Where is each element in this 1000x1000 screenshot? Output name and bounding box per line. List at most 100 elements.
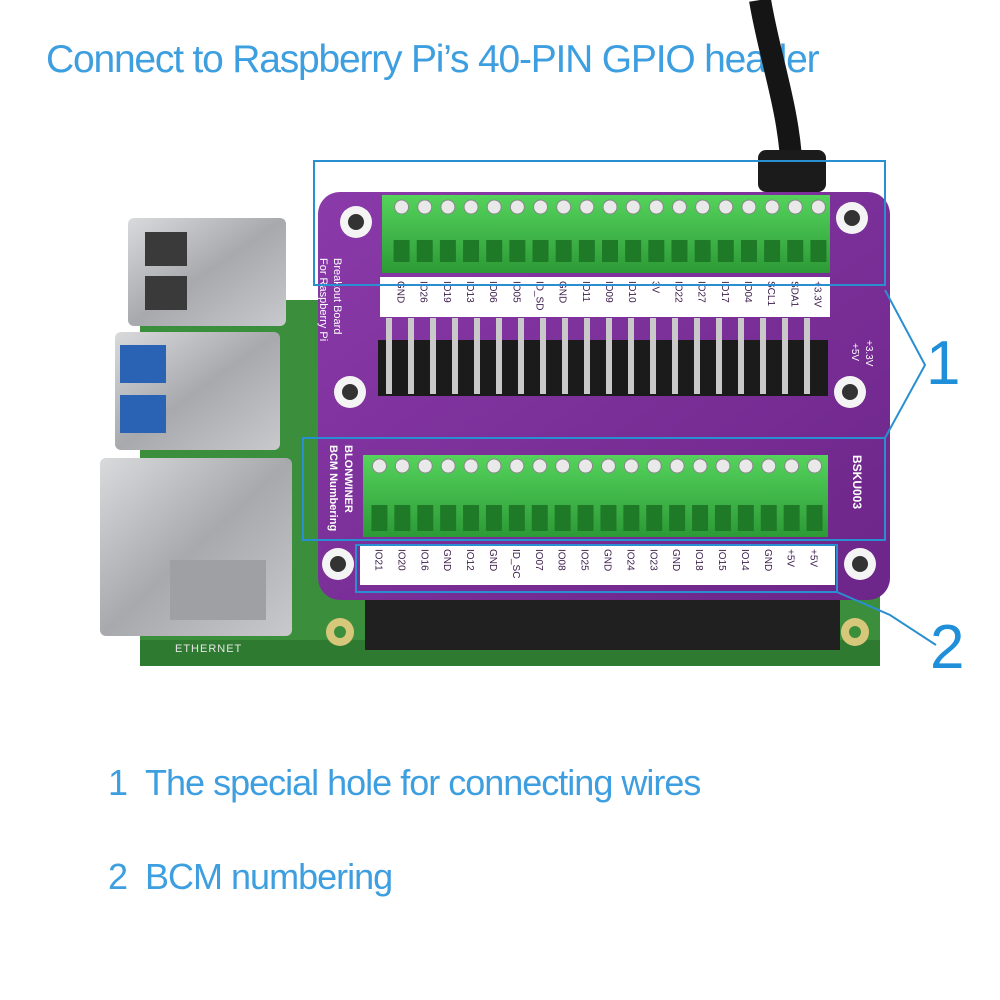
pin-label-top: +3.3V	[811, 281, 822, 308]
wire-hole	[554, 505, 571, 531]
pin-label-top: IO22	[672, 281, 683, 303]
header-pin	[782, 318, 788, 394]
wire-hole	[646, 505, 663, 531]
wire-hole	[509, 240, 526, 262]
terminal-screw	[602, 199, 618, 215]
wire-hole	[439, 240, 456, 262]
wire-hole	[737, 505, 754, 531]
pin-label-bottom: IO14	[739, 549, 750, 571]
pin-label-bottom: GND	[762, 549, 773, 571]
header-pin	[518, 318, 524, 394]
pin-label-bottom: +5V	[785, 549, 796, 567]
wire-hole	[806, 505, 823, 531]
pin-label-bottom: GND	[670, 549, 681, 571]
callout-number-2: 2	[930, 613, 965, 682]
wire-hole	[532, 240, 549, 262]
caption-2-number: 2	[108, 856, 128, 897]
wire-hole	[394, 505, 411, 531]
header-pin	[716, 318, 722, 394]
wire-hole	[648, 240, 665, 262]
header-pin	[738, 318, 744, 394]
wire-hole	[623, 505, 640, 531]
header-pin	[628, 318, 634, 394]
header-pin	[430, 318, 436, 394]
pin-label-top: IO26	[418, 281, 429, 303]
terminal-screw	[648, 199, 664, 215]
pin-label-bottom: IO23	[647, 549, 658, 571]
terminal-screw	[784, 458, 800, 474]
pin-label-top: IO13	[464, 281, 475, 303]
wire-hole	[694, 240, 711, 262]
wire-hole	[440, 505, 457, 531]
header-pin	[650, 318, 656, 394]
wire-hole	[787, 240, 804, 262]
headline: Connect to Raspberry Pi’s 40-PIN GPIO he…	[46, 38, 820, 81]
pin-label-bottom: IO08	[556, 549, 567, 571]
power-label-5v: +5V	[849, 343, 860, 361]
wire-hole	[508, 505, 525, 531]
terminal-screw	[486, 199, 502, 215]
ethernet-label: ETHERNET	[175, 643, 242, 655]
wire-hole	[463, 240, 480, 262]
terminal-screw	[532, 458, 548, 474]
header-pin	[804, 318, 810, 394]
pin-label-top: IO09	[603, 281, 614, 303]
terminal-screw	[394, 458, 410, 474]
pin-label-top: IO06	[487, 281, 498, 303]
wire-hole	[393, 240, 410, 262]
terminal-screw	[394, 199, 410, 215]
pin-label-bottom: IO25	[579, 549, 590, 571]
terminal-screw	[787, 199, 803, 215]
wire-hole	[578, 240, 595, 262]
wire-hole	[577, 505, 594, 531]
pin-label-top: IO27	[696, 281, 707, 303]
terminal-screw	[417, 458, 433, 474]
terminal-screw	[578, 458, 594, 474]
pin-label-top: SDA1	[788, 281, 799, 308]
pin-label-top: GND	[395, 281, 406, 303]
terminal-screw	[509, 199, 525, 215]
caption-1-number: 1	[108, 762, 128, 803]
brand-label: BLONWINER	[342, 445, 354, 513]
pin-label-top: GND	[557, 281, 568, 303]
bcm-numbering-label: BCM Numbering	[327, 445, 339, 531]
power-label-3v3: +3.3V	[863, 340, 874, 367]
terminal-screw	[440, 458, 456, 474]
terminal-screw	[371, 458, 387, 474]
terminal-screw	[417, 199, 433, 215]
terminal-screw	[509, 458, 525, 474]
pin-label-top: IO11	[580, 281, 591, 302]
pin-label-top: ID_SD	[534, 281, 545, 310]
callout-2	[355, 544, 937, 646]
terminal-screw	[555, 458, 571, 474]
pin-label-bottom: IO21	[372, 549, 383, 571]
header-pin	[672, 318, 678, 394]
header-pin	[584, 318, 590, 394]
terminal-screw	[718, 199, 734, 215]
terminal-screw	[695, 199, 711, 215]
caption-2-text: BCM numbering	[145, 856, 393, 897]
terminal-screw	[741, 199, 757, 215]
header-pin	[540, 318, 546, 394]
terminal-screw	[463, 199, 479, 215]
terminal-screw	[669, 458, 685, 474]
board-title-line2: For Raspberry Pi	[317, 258, 329, 341]
wire-hole	[692, 505, 709, 531]
pin-label-top: IO10	[626, 281, 637, 303]
wire-hole	[625, 240, 642, 262]
terminal-screw	[807, 458, 823, 474]
pin-label-top: IO17	[719, 281, 730, 303]
wire-hole	[555, 240, 572, 262]
cable-plug	[758, 150, 826, 192]
header-pin	[606, 318, 612, 394]
pin-label-bottom: IO20	[395, 549, 406, 571]
terminal-screw	[715, 458, 731, 474]
terminal-screw	[692, 458, 708, 474]
terminal-screw	[671, 199, 687, 215]
terminal-screw	[764, 199, 780, 215]
wire-hole	[714, 505, 731, 531]
wire-hole	[669, 505, 686, 531]
